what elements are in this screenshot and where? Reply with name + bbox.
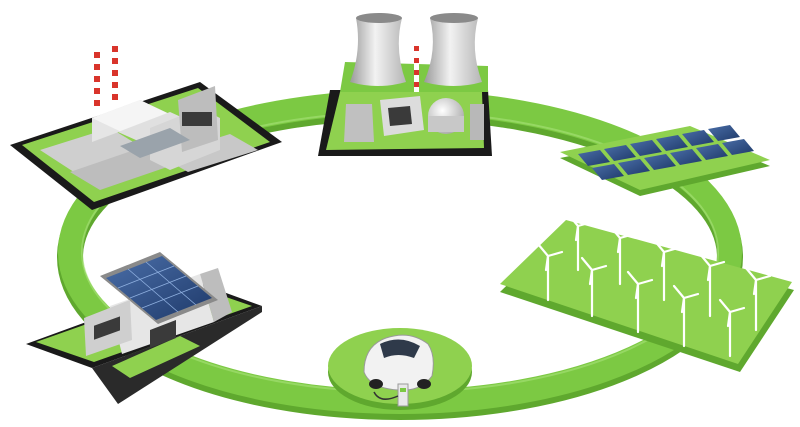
factory-icon [92,86,220,170]
house-icon [84,252,232,356]
wind-turbine-icon [536,212,772,358]
solar-farm [560,125,770,196]
smokestack-icon [94,42,118,114]
reactor-dome [428,98,464,134]
wind-farm [500,212,794,372]
ev-charging [328,328,472,410]
solar-house [26,252,262,404]
charging-station-icon [373,383,409,407]
nuclear-plant [318,13,492,156]
roof-solar-panels [106,256,212,320]
cooling-tower-icon [350,13,482,86]
industrial-plant [10,42,282,210]
solar-panel-icon [578,125,754,180]
electric-car-icon [363,334,434,391]
